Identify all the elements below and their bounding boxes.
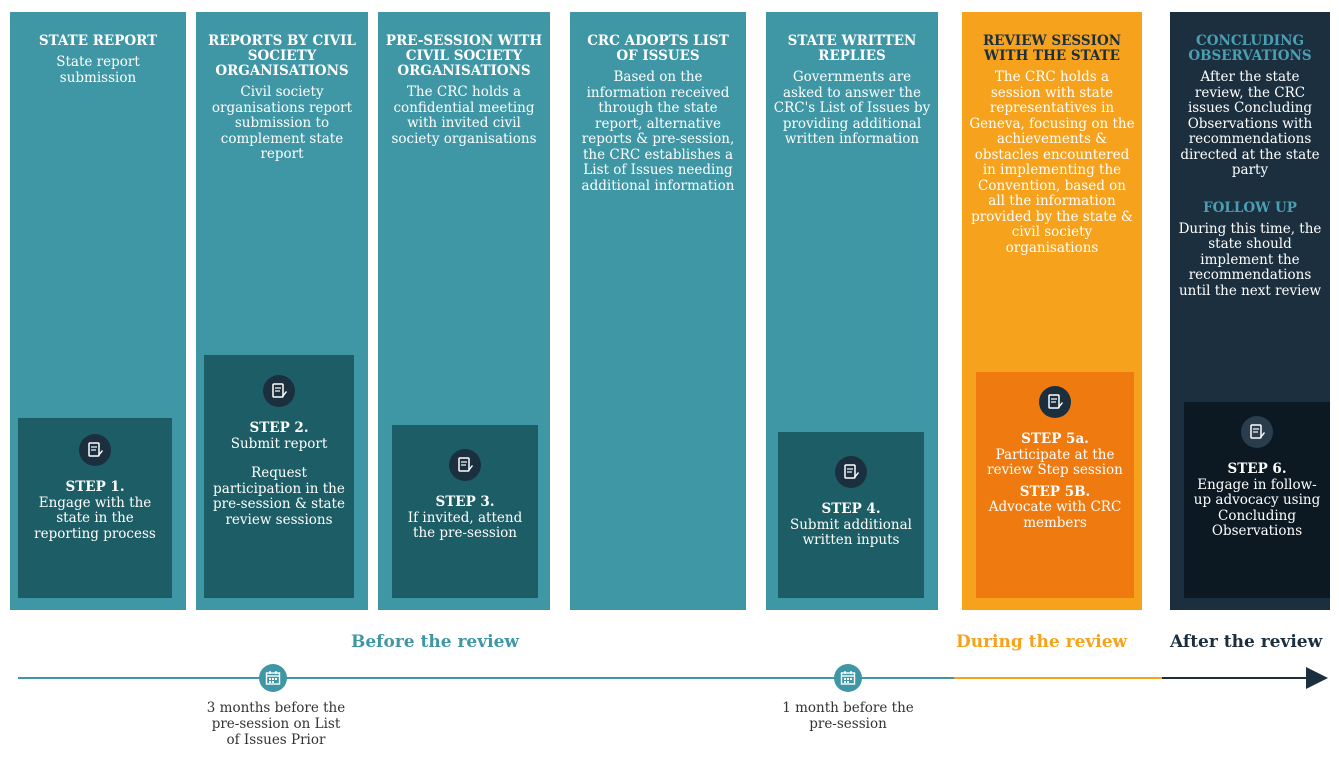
column-body: Civil society organisations report submi… — [211, 84, 353, 162]
document-edit-icon — [835, 456, 867, 488]
step-title: STEP 6. — [1227, 461, 1287, 477]
step-title: STEP 4. — [821, 501, 881, 517]
column-heading: PRE-SESSION WITH CIVIL SOCIETY ORGANISAT… — [385, 33, 543, 79]
column-body: Governments are asked to answer the CRC'… — [773, 69, 931, 147]
calendar-icon — [259, 664, 287, 692]
step-3-box: STEP 3. If invited, attend the pre-sessi… — [392, 425, 538, 598]
step-text: Engage in follow-up advocacy using Concl… — [1193, 476, 1321, 539]
step-text: Participate at the review Step session — [987, 446, 1123, 478]
step-5-box: STEP 5a. Participate at the review Step … — [976, 372, 1134, 598]
timeline-during — [954, 677, 1162, 679]
column-body: The CRC holds a session with state repre… — [969, 69, 1135, 256]
step-title: STEP 2. — [249, 420, 309, 436]
step-text-5b: Advocate with CRC members — [988, 499, 1122, 531]
document-edit-icon — [1241, 416, 1273, 448]
column-list-of-issues: CRC ADOPTS LIST OF ISSUES Based on the i… — [570, 12, 746, 610]
step-title: STEP 3. — [435, 494, 495, 510]
column-heading: STATE REPORT — [38, 33, 158, 49]
step-text-2: Request participation in the pre-session… — [213, 465, 345, 528]
column-body: After the state review, the CRC issues C… — [1180, 69, 1320, 178]
document-edit-icon — [263, 375, 295, 407]
timeline-note-2: 1 month before the pre-session — [782, 700, 914, 732]
column-heading: REPORTS BY CIVIL SOCIETY ORGANISATIONS — [208, 33, 356, 79]
step-text: Submit report — [230, 435, 328, 452]
step-4-box: STEP 4. Submit additional written inputs — [778, 432, 924, 598]
step-text: Engage with the state in the reporting p… — [34, 494, 156, 542]
calendar-icon — [834, 664, 862, 692]
step-title-5b: STEP 5B. — [1019, 483, 1091, 500]
timeline-before — [18, 677, 954, 679]
document-edit-icon — [449, 449, 481, 481]
column-heading: CRC ADOPTS LIST OF ISSUES — [587, 33, 729, 64]
timeline-after — [1162, 677, 1310, 679]
column-body: Based on the information received throug… — [581, 69, 735, 194]
column-subheading: FOLLOW UP — [1203, 199, 1297, 216]
timeline-arrowhead — [1306, 667, 1328, 689]
document-edit-icon — [79, 434, 111, 466]
step-1-box: STEP 1. Engage with the state in the rep… — [18, 418, 172, 598]
column-body: The CRC holds a confidential meeting wit… — [391, 84, 537, 147]
phase-during: During the review — [956, 632, 1128, 652]
step-text: If invited, attend the pre-session — [407, 509, 523, 541]
column-heading: STATE WRITTEN REPLIES — [787, 33, 917, 64]
phase-before: Before the review — [351, 632, 520, 652]
column-body-2: During this time, the state should imple… — [1178, 220, 1322, 299]
document-edit-icon — [1039, 386, 1071, 418]
step-6-box: STEP 6. Engage in follow-up advocacy usi… — [1184, 402, 1330, 598]
column-heading: REVIEW SESSION WITH THE STATE — [982, 33, 1122, 64]
timeline-note-1: 3 months before the pre-session on List … — [206, 700, 346, 748]
column-body: State report submission — [56, 54, 140, 86]
column-heading: CONCLUDING OBSERVATIONS — [1188, 33, 1312, 64]
phase-after: After the review — [1170, 632, 1323, 652]
step-text: Submit additional written inputs — [789, 516, 912, 548]
step-title: STEP 1. — [65, 479, 125, 495]
step-title: STEP 5a. — [1021, 431, 1089, 447]
step-2-box: STEP 2. Submit report Request participat… — [204, 355, 354, 598]
